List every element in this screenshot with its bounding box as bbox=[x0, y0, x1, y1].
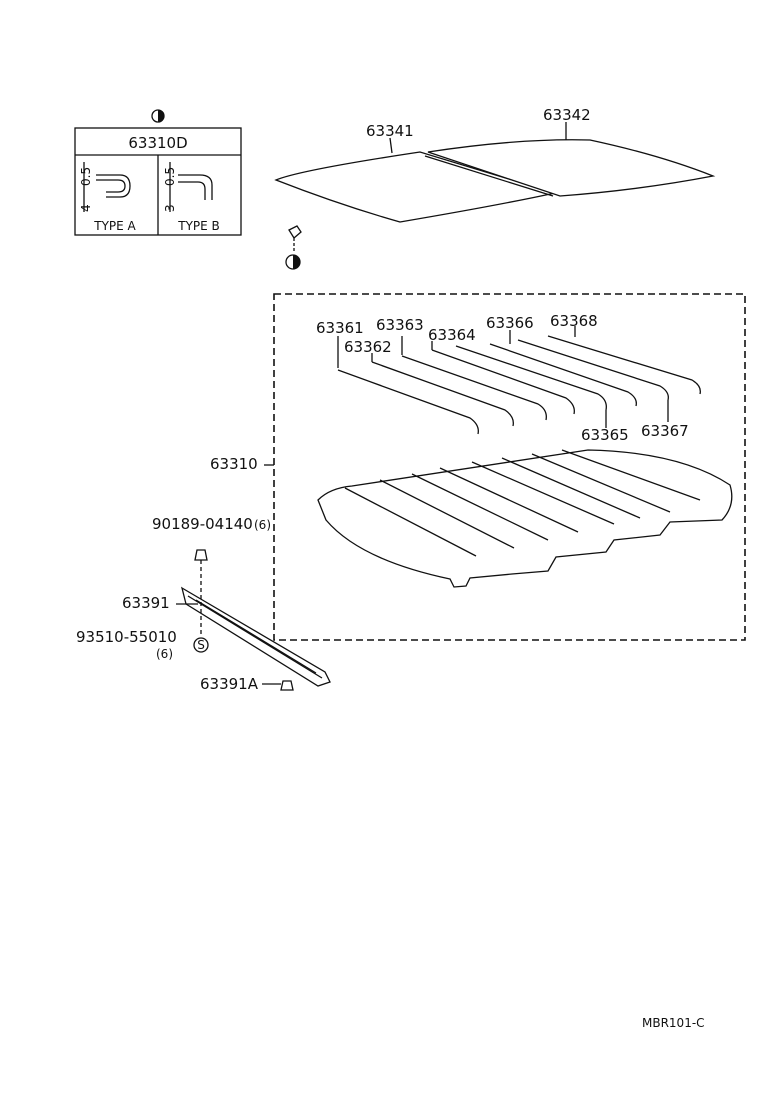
roof-bows: 63361 63362 63363 63364 63365 63366 6336… bbox=[316, 312, 701, 444]
clip-icon bbox=[288, 225, 302, 239]
bow-63364 bbox=[431, 349, 575, 415]
bow-63366 bbox=[489, 343, 637, 407]
label-63367: 63367 bbox=[641, 422, 689, 440]
panel-63341 bbox=[274, 151, 558, 223]
type-b-label: TYPE B bbox=[177, 219, 220, 233]
label-63342: 63342 bbox=[543, 106, 591, 124]
label-63391A: 63391A bbox=[200, 675, 259, 693]
bow-63368 bbox=[547, 335, 701, 395]
bow-63361 bbox=[337, 369, 479, 435]
screw-93510-icon bbox=[193, 637, 209, 653]
label-63368: 63368 bbox=[550, 312, 598, 330]
leader-63341 bbox=[389, 137, 393, 154]
dim-a1: 4 bbox=[79, 204, 93, 212]
assembly-63310-box bbox=[273, 293, 746, 641]
clip-63391A-icon bbox=[280, 680, 294, 691]
clip-type-a-icon bbox=[83, 162, 131, 212]
inset-header: 63310D bbox=[128, 134, 187, 152]
bow-63362 bbox=[371, 361, 514, 427]
half-circle-fill bbox=[158, 110, 164, 122]
retainer-group: S 90189-04140 (6) 63391 93510-55010 (6) … bbox=[76, 515, 331, 693]
headliner bbox=[317, 449, 733, 588]
screw-symbol: S bbox=[197, 638, 205, 652]
type-a-label: TYPE A bbox=[93, 219, 136, 233]
inset-box: 63310D 4 0.5 TYPE A 3 0.5 TYPE B bbox=[74, 109, 242, 236]
dim-a2: 0.5 bbox=[79, 167, 93, 186]
clip-type-b-icon bbox=[169, 162, 213, 212]
label-93510-qty: (6) bbox=[156, 647, 173, 661]
roof-panels: 63341 63342 bbox=[274, 106, 716, 223]
bow-63363 bbox=[401, 355, 547, 421]
label-63310: 63310 bbox=[210, 455, 258, 473]
label-63362: 63362 bbox=[344, 338, 392, 356]
label-90189-qty: (6) bbox=[254, 518, 271, 532]
label-93510: 93510-55010 bbox=[76, 628, 177, 646]
label-63341: 63341 bbox=[366, 122, 414, 140]
headliner-body bbox=[317, 449, 733, 588]
label-63365: 63365 bbox=[581, 426, 629, 444]
clip-90189-icon bbox=[194, 549, 208, 561]
diagram-code: MBR101-C bbox=[642, 1016, 705, 1030]
label-63361: 63361 bbox=[316, 319, 364, 337]
bow-63367 bbox=[517, 339, 669, 401]
panel-seam bbox=[424, 155, 554, 197]
label-90189: 90189-04140 bbox=[152, 515, 253, 533]
label-63364: 63364 bbox=[428, 326, 476, 344]
label-63366: 63366 bbox=[486, 314, 534, 332]
panel-63342 bbox=[427, 139, 716, 197]
label-63391: 63391 bbox=[122, 594, 170, 612]
clip-symbol bbox=[285, 225, 302, 270]
label-63363: 63363 bbox=[376, 316, 424, 334]
bow-63365 bbox=[455, 345, 607, 411]
dim-b2: 0.5 bbox=[163, 167, 177, 186]
dim-b1: 3 bbox=[163, 204, 177, 212]
